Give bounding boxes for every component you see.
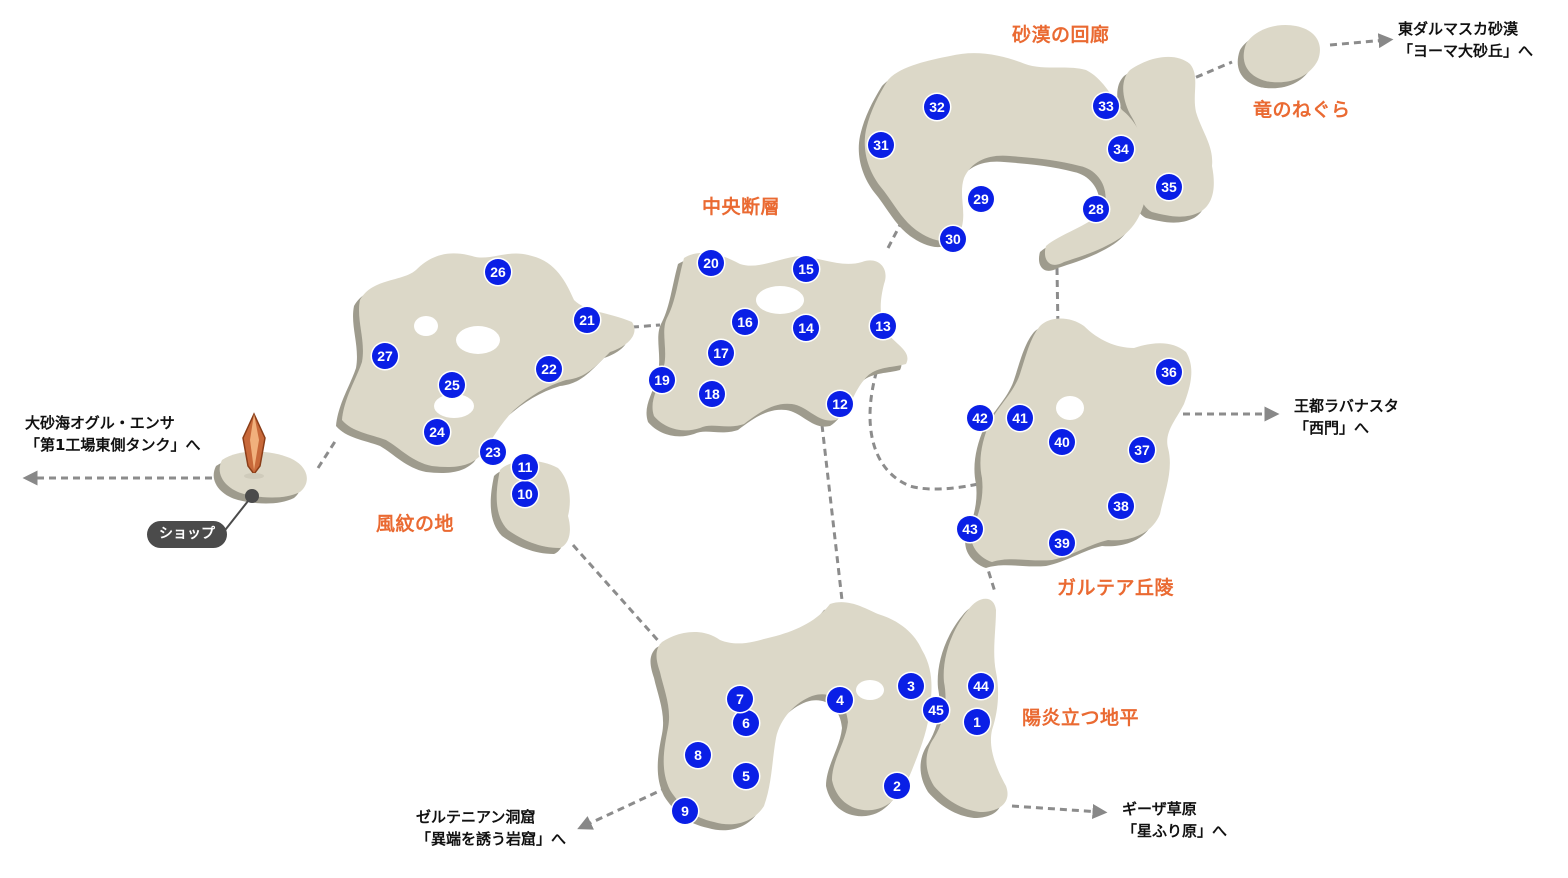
map-marker[interactable]: 43 (957, 516, 983, 542)
map-marker[interactable]: 6 (733, 710, 759, 736)
map-marker[interactable]: 27 (372, 343, 398, 369)
crystal-icon[interactable] (242, 412, 266, 479)
map-marker[interactable]: 7 (727, 686, 753, 712)
route-lines (22, 33, 1394, 830)
map-marker[interactable]: 45 (923, 697, 949, 723)
area-label-chuo: 中央断層 (702, 196, 781, 218)
exit-southwest-name: ゼルテニアン洞窟 (416, 808, 536, 826)
exit-label-west[interactable]: 大砂海オグル・エンサ 「第1工場東側タンク」へ (25, 412, 200, 456)
shop-tag[interactable]: ショップ (147, 521, 227, 548)
map-marker[interactable]: 37 (1129, 437, 1155, 463)
map-marker[interactable]: 20 (698, 250, 724, 276)
shop-pointer (221, 489, 259, 535)
map-marker[interactable]: 3 (898, 673, 924, 699)
area-label-yoen: 陽炎立つ地平 (1022, 707, 1140, 729)
map-marker[interactable]: 30 (940, 226, 966, 252)
land-masses (219, 24, 1320, 825)
map-marker[interactable]: 31 (868, 132, 894, 158)
area-label-sabaku-kairo: 砂漠の回廊 (1012, 24, 1110, 46)
exit-southwest-dest: 「異端を誘う岩窟」へ (416, 830, 567, 848)
map-marker[interactable]: 17 (708, 340, 734, 366)
exit-east-dest: 「西門」へ (1294, 419, 1370, 437)
map-marker[interactable]: 12 (827, 391, 853, 417)
exit-label-northeast[interactable]: 東ダルマスカ砂漠 「ヨーマ大砂丘」へ (1398, 18, 1533, 62)
map-marker[interactable]: 32 (924, 94, 950, 120)
exit-label-east[interactable]: 王都ラバナスタ 「西門」へ (1294, 395, 1399, 439)
map-marker[interactable]: 22 (536, 356, 562, 382)
exit-northeast-name: 東ダルマスカ砂漠 (1398, 20, 1519, 38)
map-marker[interactable]: 10 (512, 481, 538, 507)
map-marker[interactable]: 39 (1049, 530, 1075, 556)
map-marker[interactable]: 16 (732, 309, 758, 335)
map-marker[interactable]: 5 (733, 763, 759, 789)
map-marker[interactable]: 13 (870, 313, 896, 339)
map-marker[interactable]: 19 (649, 367, 675, 393)
exit-label-southeast[interactable]: ギーザ草原 「星ふり原」へ (1122, 798, 1227, 842)
map-marker[interactable]: 24 (424, 419, 450, 445)
map-marker[interactable]: 4 (827, 687, 853, 713)
exit-label-southwest[interactable]: ゼルテニアン洞窟 「異端を誘う岩窟」へ (416, 806, 566, 850)
map-marker[interactable]: 18 (699, 381, 725, 407)
map-marker[interactable]: 23 (480, 439, 506, 465)
exit-southeast-dest: 「星ふり原」へ (1122, 822, 1228, 840)
map-marker[interactable]: 8 (685, 742, 711, 768)
map-marker[interactable]: 38 (1108, 493, 1134, 519)
map-marker[interactable]: 26 (485, 259, 511, 285)
exit-west-name: 大砂海オグル・エンサ (25, 414, 175, 432)
map-marker[interactable]: 44 (968, 673, 994, 699)
map-marker[interactable]: 15 (793, 256, 819, 282)
exit-east-name: 王都ラバナスタ (1294, 397, 1399, 415)
area-label-garutea: ガルテア丘陵 (1057, 577, 1175, 599)
map-marker[interactable]: 21 (574, 307, 600, 333)
map-marker[interactable]: 2 (884, 773, 910, 799)
map-marker[interactable]: 29 (968, 186, 994, 212)
map-marker[interactable]: 33 (1093, 93, 1119, 119)
map-marker[interactable]: 9 (672, 798, 698, 824)
exit-northeast-dest: 「ヨーマ大砂丘」へ (1398, 42, 1534, 60)
map-marker[interactable]: 34 (1108, 136, 1134, 162)
map-marker[interactable]: 1 (964, 709, 990, 735)
map-marker[interactable]: 35 (1156, 174, 1182, 200)
exit-west-dest: 「第1工場東側タンク」へ (25, 436, 201, 454)
map-marker[interactable]: 40 (1049, 429, 1075, 455)
map-marker[interactable]: 42 (967, 405, 993, 431)
exit-southeast-name: ギーザ草原 (1122, 800, 1197, 818)
area-label-fumon: 風紋の地 (376, 513, 455, 535)
map-marker[interactable]: 28 (1083, 196, 1109, 222)
map-marker[interactable]: 25 (439, 372, 465, 398)
area-label-ryu: 竜のねぐら (1253, 99, 1351, 121)
map-marker[interactable]: 11 (512, 454, 538, 480)
map-marker[interactable]: 41 (1007, 405, 1033, 431)
map-marker[interactable]: 36 (1156, 359, 1182, 385)
map-marker[interactable]: 14 (793, 315, 819, 341)
terrain-holes (414, 286, 1084, 700)
